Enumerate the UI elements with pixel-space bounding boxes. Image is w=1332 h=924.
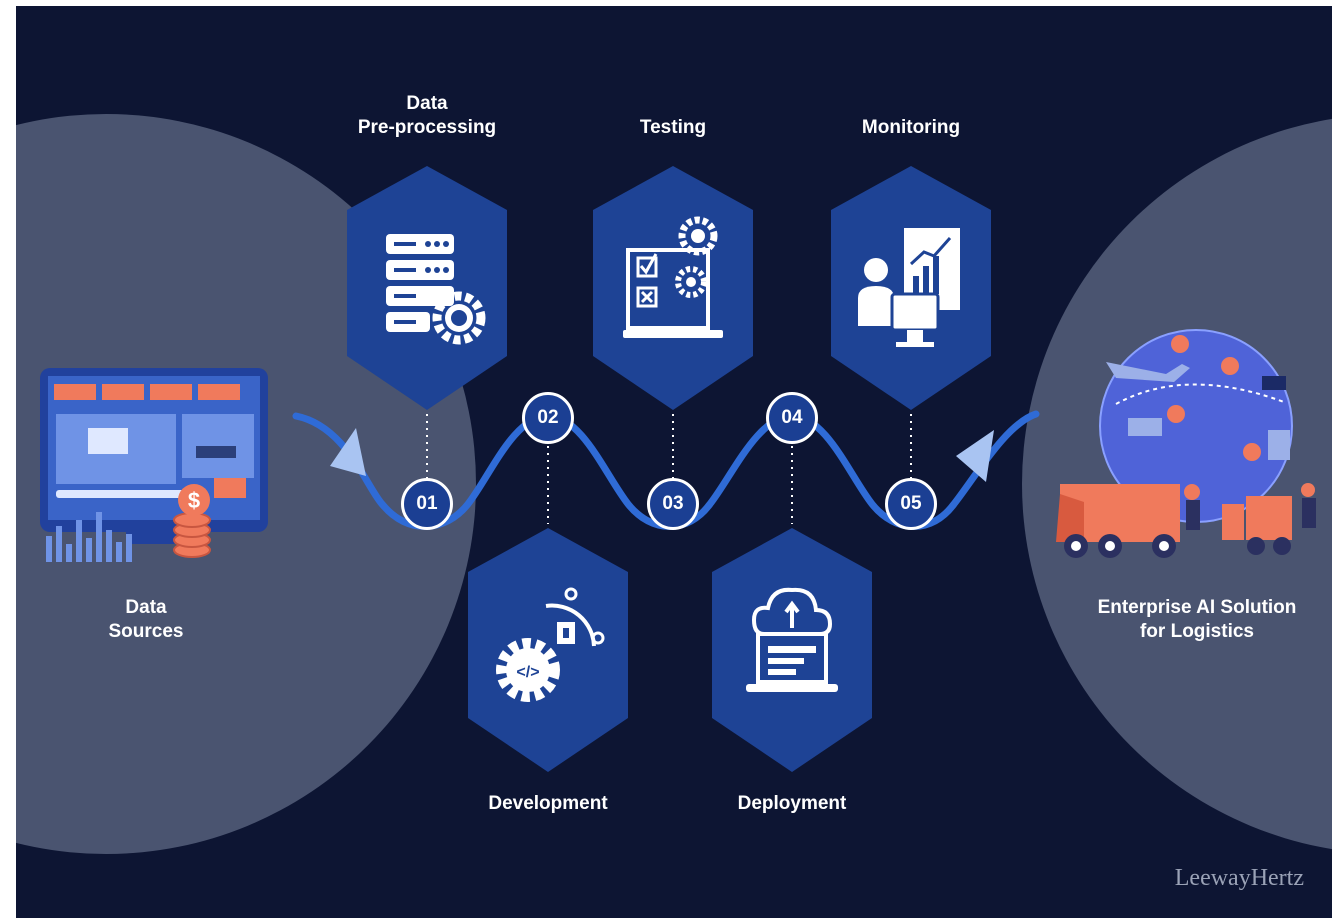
step-number-badge-04: 04 xyxy=(766,392,818,444)
svg-text:$: $ xyxy=(188,488,200,513)
diagram-art: </> xyxy=(16,114,1332,854)
step-number-badge-02: 02 xyxy=(522,392,574,444)
cloud-upload-laptop-icon xyxy=(746,587,838,692)
brand-logo: LeewayHertz xyxy=(1174,865,1304,891)
dotted-connectors xyxy=(426,414,912,524)
logistics-globe-icon xyxy=(1056,329,1316,558)
analyst-chart-icon xyxy=(858,228,960,347)
diagram-canvas: </> xyxy=(16,6,1332,918)
code-gear-icon: </> xyxy=(496,587,605,702)
label-step-deployment: Deployment xyxy=(737,793,847,814)
label-step-monitoring: Monitoring xyxy=(861,117,961,138)
step-number-badge-05: 05 xyxy=(885,478,937,530)
hexagon-testing xyxy=(593,166,753,410)
svg-text:</>: </> xyxy=(516,664,539,681)
arrow-head-right xyxy=(956,430,994,482)
label-step-testing: Testing xyxy=(639,117,707,138)
monitor-dashboard-icon: $ xyxy=(40,368,268,562)
label-step-development: Development xyxy=(488,793,608,814)
server-gear-icon xyxy=(386,234,486,345)
step-number-badge-03: 03 xyxy=(647,478,699,530)
label-solution: Enterprise AI Solution for Logistics xyxy=(1097,597,1297,642)
hexagon-development xyxy=(468,528,628,772)
arrow-head-left xyxy=(330,428,366,476)
label-data-sources: Data Sources xyxy=(108,597,184,642)
step-number-badge-01: 01 xyxy=(401,478,453,530)
checklist-gear-icon xyxy=(623,216,723,338)
label-step-preprocessing: Data Pre-processing xyxy=(357,93,497,138)
